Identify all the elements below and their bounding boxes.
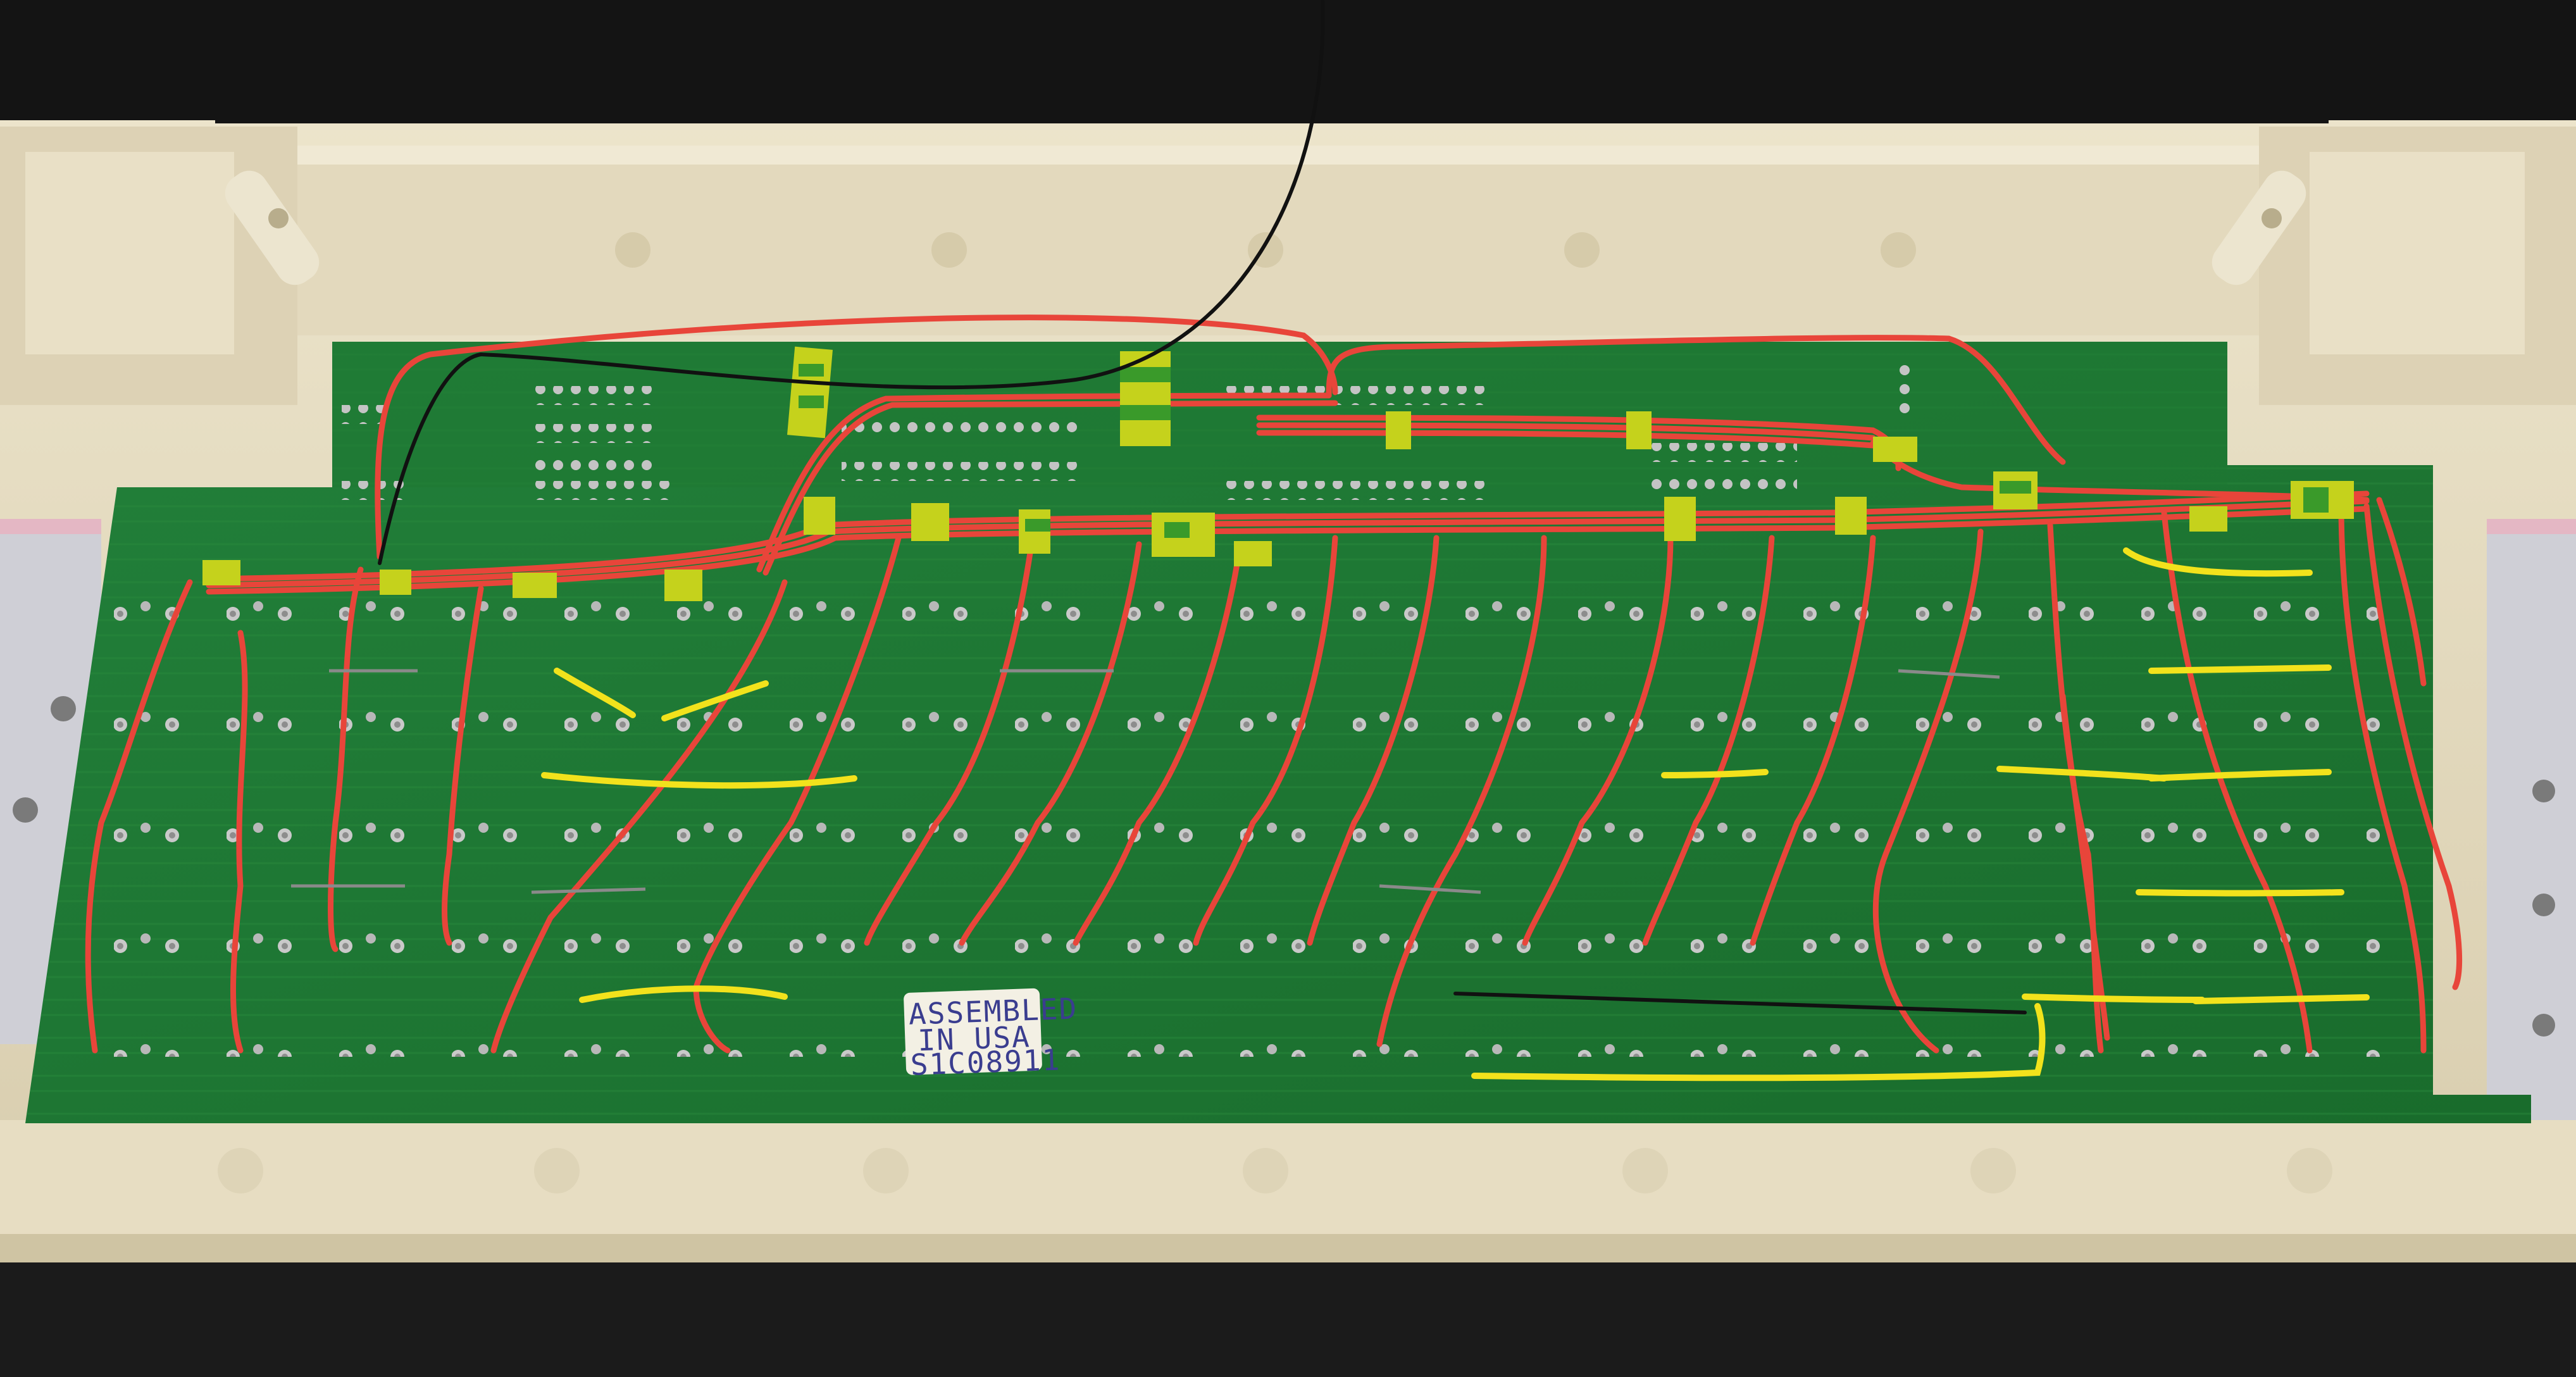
sticker-line-3: S1C08911	[910, 1042, 1061, 1081]
assembled-sticker: ASSEMBLED IN USA S1C08911	[904, 988, 1078, 1082]
sticker-line-2: IN USA	[917, 1019, 1031, 1057]
red-wire-harness	[85, 315, 2463, 1054]
small-components	[291, 669, 2000, 894]
sticker-line-1: ASSEMBLED	[908, 991, 1078, 1031]
background-cloth-lower	[0, 1259, 2576, 1377]
black-wires	[378, 0, 2027, 1014]
ic-pin-rows	[342, 361, 1917, 500]
metal-rail-right	[2487, 519, 2576, 1120]
green-yellow-tape-wraps	[202, 346, 2354, 601]
yellow-jumper-wires	[541, 547, 2370, 1081]
